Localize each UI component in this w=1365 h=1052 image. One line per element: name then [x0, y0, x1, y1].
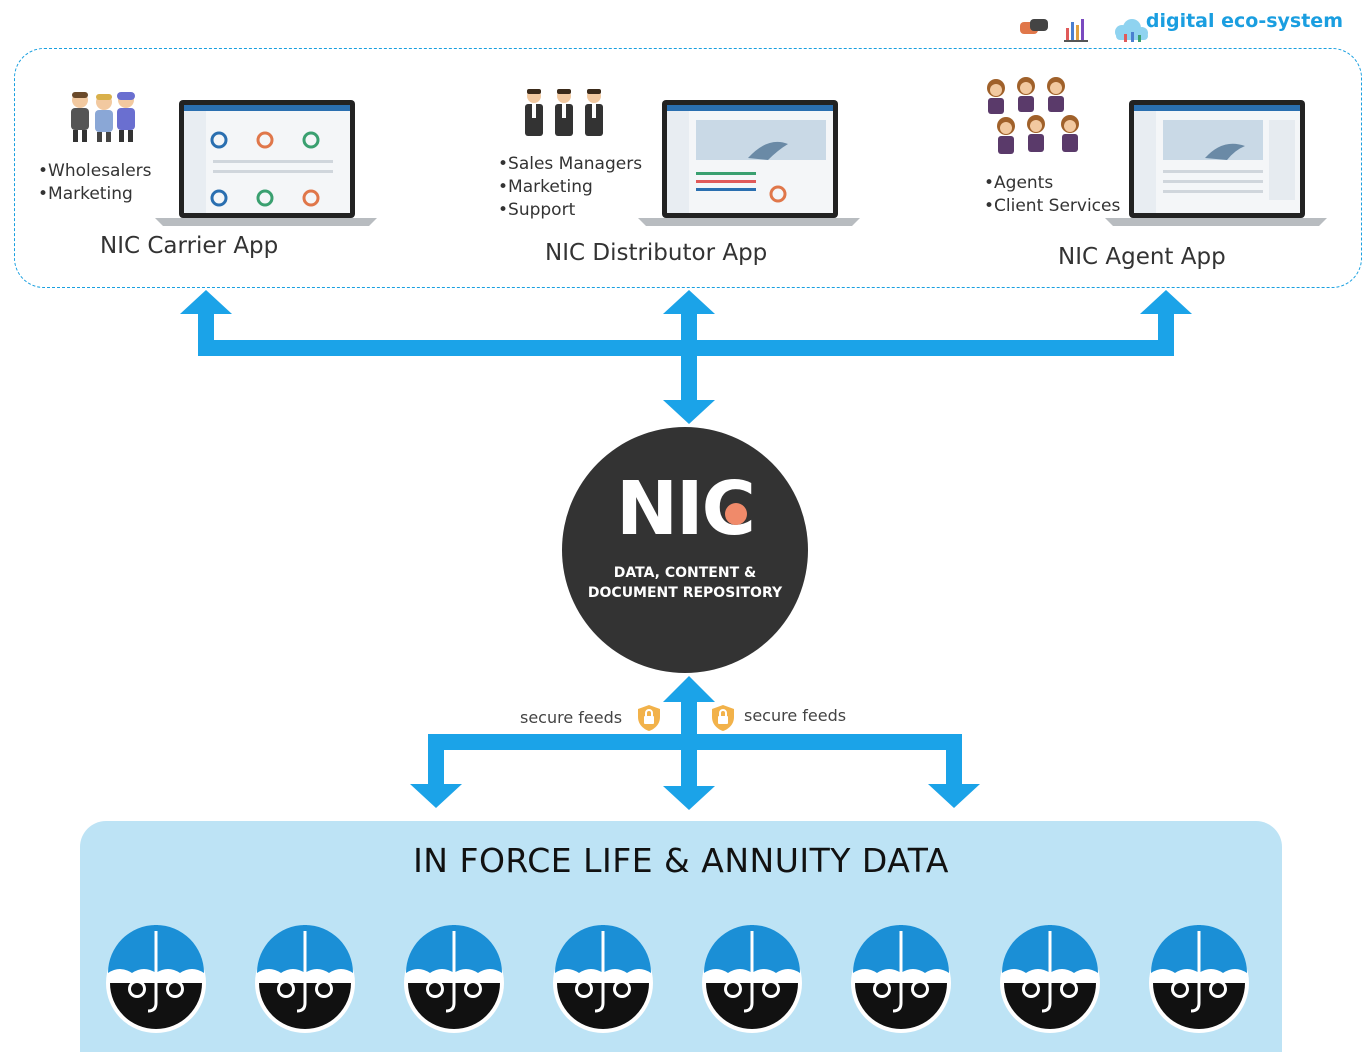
hub-up-arrow-head: [663, 676, 715, 702]
shield-lock-icon: [638, 705, 660, 731]
umbrella-family-icon: [404, 925, 504, 1033]
agent-app-title: NIC Agent App: [1058, 244, 1226, 270]
distributor-arrow-head: [663, 290, 715, 314]
umbrella-family-icon: [702, 925, 802, 1033]
carrier-arrow-head: [180, 290, 232, 314]
umbrella-family-icon: [1149, 925, 1249, 1033]
bottom-right-stem: [946, 734, 962, 786]
agent-app-bullets: Agents Client Services: [984, 172, 1120, 218]
nic-subtitle: DATA, CONTENT & DOCUMENT REPOSITORY: [562, 563, 808, 603]
agent-arrow-head: [1140, 290, 1192, 314]
carrier-app-bullets: Wholesalers Marketing: [38, 160, 152, 206]
agent-connector-stem: [1158, 312, 1174, 356]
bullet-item: Support: [498, 199, 642, 222]
agent-dashboard-screenshot: [1105, 100, 1327, 226]
carrier-dashboard-screenshot: [155, 100, 377, 226]
in-force-data-store: IN FORCE LIFE & ANNUITY DATA: [80, 821, 1282, 1052]
umbrella-family-icon: [553, 925, 653, 1033]
agents-group-icon: [987, 77, 1079, 154]
data-left-arrow-head: [410, 784, 462, 808]
bullet-item: Sales Managers: [498, 153, 642, 176]
umbrella-family-icon: [106, 925, 206, 1033]
distributor-app-title: NIC Distributor App: [545, 240, 768, 266]
carrier-app-title: NIC Carrier App: [100, 233, 279, 259]
carrier-connector-stem: [198, 312, 214, 356]
umbrella-family-icon: [255, 925, 355, 1033]
shield-lock-icon: [712, 705, 734, 731]
bullet-item: Marketing: [498, 176, 642, 199]
bullet-item: Client Services: [984, 195, 1120, 218]
cloud-icon: [1115, 19, 1148, 42]
chat-bubbles-icon: [1020, 19, 1048, 34]
nic-logo-accent: [725, 503, 747, 525]
bullet-item: Wholesalers: [38, 160, 151, 183]
nic-subtitle-line1: DATA, CONTENT &: [613, 565, 757, 581]
team-cartoon-icon: [71, 92, 135, 142]
hub-arrow-head: [663, 400, 715, 424]
umbrella-family-icon: [1000, 925, 1100, 1033]
left-secure-feeds-label: secure feeds: [520, 708, 623, 727]
bottom-center-stem: [681, 700, 697, 792]
bullet-item: Marketing: [38, 183, 152, 206]
nic-subtitle-line2: DOCUMENT REPOSITORY: [587, 585, 783, 601]
bar-chart-icon: [1064, 19, 1088, 42]
bottom-left-stem: [428, 734, 444, 786]
businessmen-icon: [525, 89, 603, 136]
apps-container: [14, 48, 1362, 288]
bullet-item: Agents: [984, 172, 1120, 195]
center-connector-stem: [681, 312, 697, 404]
nic-logo: NIC: [616, 466, 756, 552]
distributor-dashboard-screenshot: [638, 100, 860, 226]
distributor-app-bullets: Sales Managers Marketing Support: [498, 153, 642, 222]
nic-repository-hub: NIC DATA, CONTENT & DOCUMENT REPOSITORY: [562, 427, 808, 673]
data-store-title: IN FORCE LIFE & ANNUITY DATA: [413, 841, 949, 880]
ecosystem-label: digital eco-system: [1145, 10, 1343, 32]
data-center-arrow-head: [663, 786, 715, 810]
ecosystem-icons: [1020, 19, 1148, 42]
right-secure-feeds-label: secure feeds: [744, 706, 847, 725]
data-right-arrow-head: [928, 784, 980, 808]
umbrella-family-icon: [851, 925, 951, 1033]
